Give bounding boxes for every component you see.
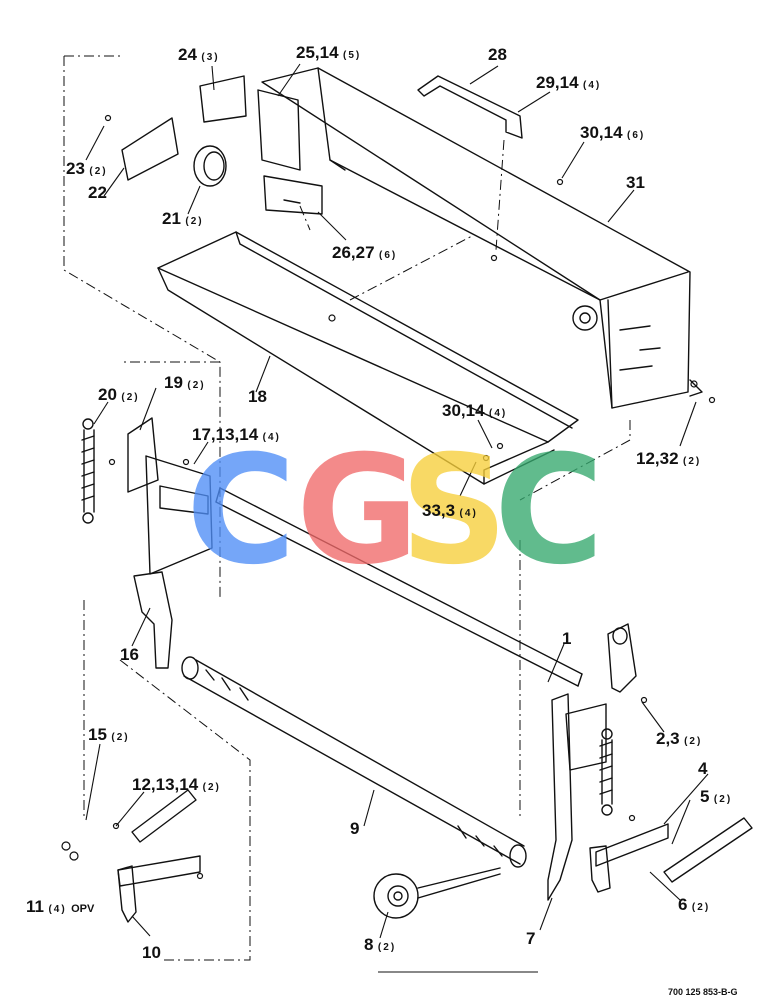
bracket-top — [199, 75, 247, 123]
tray — [157, 231, 579, 485]
callout-29-14: 29,14 (4) — [536, 73, 602, 92]
side-plate — [121, 117, 179, 181]
callout-17-13-14: 17,13,14 (4) — [192, 425, 281, 444]
left-lever — [131, 789, 197, 843]
callout-7: 7 — [526, 929, 536, 948]
callout-26-27: 26,27 (6) — [332, 243, 398, 262]
handle — [417, 75, 523, 139]
fasteners — [61, 114, 716, 880]
right-arm — [547, 693, 573, 901]
watermark-letter-c1: C — [186, 424, 297, 598]
callout-30-14-top: 30,14 (6) — [580, 123, 646, 142]
callout-2-3: 2,3 (2) — [656, 729, 703, 748]
bracket-lower — [263, 175, 323, 215]
callout-31: 31 — [626, 173, 645, 192]
watermark-letter-g: G — [296, 424, 420, 598]
callout-33-3: 33,3 (4) — [422, 501, 478, 520]
callout-16: 16 — [120, 645, 139, 664]
left-arm — [133, 571, 173, 669]
left-mount-plate — [145, 455, 213, 575]
callout-18: 18 — [248, 387, 267, 406]
callout-19: 19 (2) — [164, 373, 206, 392]
callout-9: 9 — [350, 819, 360, 838]
roller — [193, 145, 227, 187]
callout-4: 4 — [698, 759, 708, 778]
callout-10: 10 — [142, 943, 161, 962]
watermark-letter-c2: C — [494, 424, 605, 598]
callout-20: 20 (2) — [98, 385, 140, 404]
upper-shaft — [215, 487, 583, 687]
callout-28: 28 — [488, 45, 507, 64]
bracket-side — [257, 89, 301, 171]
callout-21: 21 (2) — [162, 209, 204, 228]
watermark-letter-s: S — [400, 424, 509, 598]
left-spring — [81, 418, 95, 524]
callout-23: 23 (2) — [66, 159, 108, 178]
callout-11: 11 (4) OPV — [26, 897, 95, 916]
callout-5: 5 (2) — [700, 787, 733, 806]
bearing — [373, 867, 501, 919]
callout-12-13-14: 12,13,14 (2) — [132, 775, 221, 794]
callout-22: 22 — [88, 183, 107, 202]
rear-box-housing — [261, 67, 703, 409]
callout-25-14: 25,14 (5) — [296, 43, 362, 62]
callout-6: 6 (2) — [678, 895, 711, 914]
callout-8: 8 (2) — [364, 935, 397, 954]
right-lever — [663, 817, 753, 883]
callout-30-14-mid: 30,14 (4) — [442, 401, 508, 420]
callout-1: 1 — [562, 629, 572, 648]
right-spring — [599, 728, 613, 816]
callout-24: 24 (3) — [178, 45, 220, 64]
lower-roller-shaft — [181, 656, 527, 868]
callout-15: 15 (2) — [88, 725, 130, 744]
left-hook — [117, 865, 137, 923]
opv-label: OPV — [71, 903, 95, 915]
drawing-code: 700 125 853-B-G — [668, 987, 738, 997]
callout-12-32: 12,32 (2) — [636, 449, 702, 468]
cam-link — [607, 623, 637, 693]
